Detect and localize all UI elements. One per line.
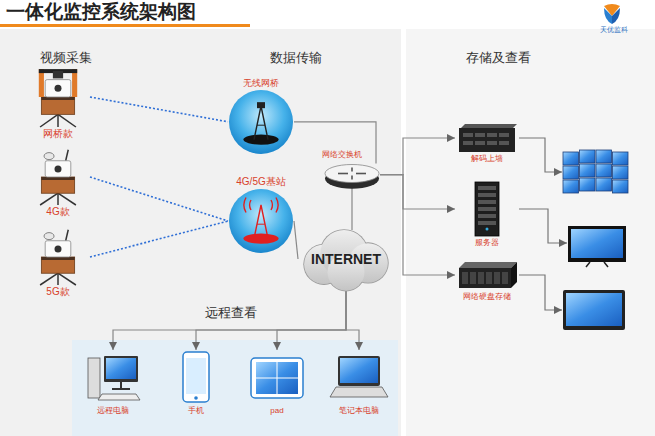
base-station-circle-icon <box>228 188 294 254</box>
storage-device: 网络硬盘存储 <box>455 258 519 302</box>
network-line <box>351 188 352 230</box>
node-label: 网桥款 <box>26 128 90 140</box>
monitor-screen <box>563 290 625 330</box>
network-line <box>196 291 346 350</box>
wall-panel <box>580 178 596 191</box>
network-line <box>380 175 455 275</box>
node-label: 手机 <box>168 406 224 416</box>
wall-panel <box>580 150 596 163</box>
wall-panel <box>613 166 629 179</box>
storage-device-icon <box>455 258 519 292</box>
wall-panel <box>563 166 579 179</box>
node-label: 4G/5G基站 <box>228 176 294 188</box>
section-heading: 远程查看 <box>205 305 257 321</box>
remote-device: 笔记本电脑 <box>328 350 390 416</box>
bridge-circle-icon <box>228 89 294 155</box>
camera-device-icon <box>26 66 90 128</box>
network-line <box>380 138 455 175</box>
remote-device-icon <box>84 350 142 406</box>
node-label: 笔记本电脑 <box>328 406 390 416</box>
section-heading: 数据传输 <box>270 50 322 66</box>
node-label: pad <box>248 406 306 416</box>
wall-panel <box>563 152 579 165</box>
wall-panel <box>596 178 612 191</box>
wireless-link <box>90 97 228 122</box>
wall-panel <box>613 152 629 165</box>
display-arrow <box>519 275 562 310</box>
wall-panel <box>596 150 612 163</box>
display-arrow <box>519 138 562 172</box>
server-device: 服务器 <box>455 180 519 248</box>
left-panel <box>0 29 401 436</box>
remote-device: pad <box>248 350 306 416</box>
network-line <box>277 291 346 350</box>
wireless-link <box>90 221 228 257</box>
video-wall <box>563 150 628 193</box>
diagram-title: 一体化监控系统架构图 <box>6 1 196 24</box>
wall-panel <box>613 180 629 193</box>
network-line <box>113 291 346 350</box>
node-label: 5G款 <box>26 286 90 298</box>
decoder-device-icon <box>455 122 519 154</box>
internet-cloud: INTERNET <box>298 226 394 292</box>
network-switch-icon <box>322 160 382 190</box>
tv-screen <box>568 226 626 267</box>
node-label: 4G款 <box>26 206 90 218</box>
node-label: 网络硬盘存储 <box>455 292 519 302</box>
remote-band <box>72 340 398 436</box>
decoder-device: 解码上墙 <box>455 122 519 164</box>
network-line <box>294 221 298 259</box>
camera-device: 网桥款 <box>26 66 90 140</box>
camera-device-icon <box>26 228 90 286</box>
remote-device-icon <box>328 350 390 406</box>
camera-device-icon <box>26 148 90 206</box>
node-label: 服务器 <box>455 238 519 248</box>
network-line <box>380 175 455 209</box>
wall-panel <box>596 164 612 177</box>
node-label: 网络交换机 <box>322 150 382 160</box>
remote-device: 手机 <box>168 350 224 416</box>
network-switch: 网络交换机 <box>322 150 382 190</box>
wireless-link <box>90 177 228 221</box>
node-label: INTERNET <box>311 251 381 268</box>
node-label: 解码上墙 <box>455 154 519 164</box>
display-arrow <box>519 209 567 243</box>
node-label: 无线网桥 <box>228 78 294 89</box>
wall-panel <box>580 164 596 177</box>
logo-text: 天优监科 <box>600 26 628 34</box>
node-label: 远程电脑 <box>84 406 142 416</box>
logo-icon <box>604 4 620 24</box>
remote-device: 远程电脑 <box>84 350 142 416</box>
remote-device-icon <box>248 350 306 406</box>
right-panel <box>406 29 655 436</box>
title-underline <box>0 24 250 27</box>
remote-device-icon <box>168 350 224 406</box>
camera-device: 4G款 <box>26 148 90 218</box>
bridge-circle: 无线网桥 <box>228 78 294 155</box>
camera-device: 5G款 <box>26 228 90 298</box>
wall-panel <box>563 180 579 193</box>
section-heading: 存储及查看 <box>466 50 531 66</box>
base-station-circle: 4G/5G基站 <box>228 176 294 254</box>
network-line <box>346 291 359 350</box>
server-device-icon <box>455 180 519 238</box>
section-heading: 视频采集 <box>40 50 92 66</box>
